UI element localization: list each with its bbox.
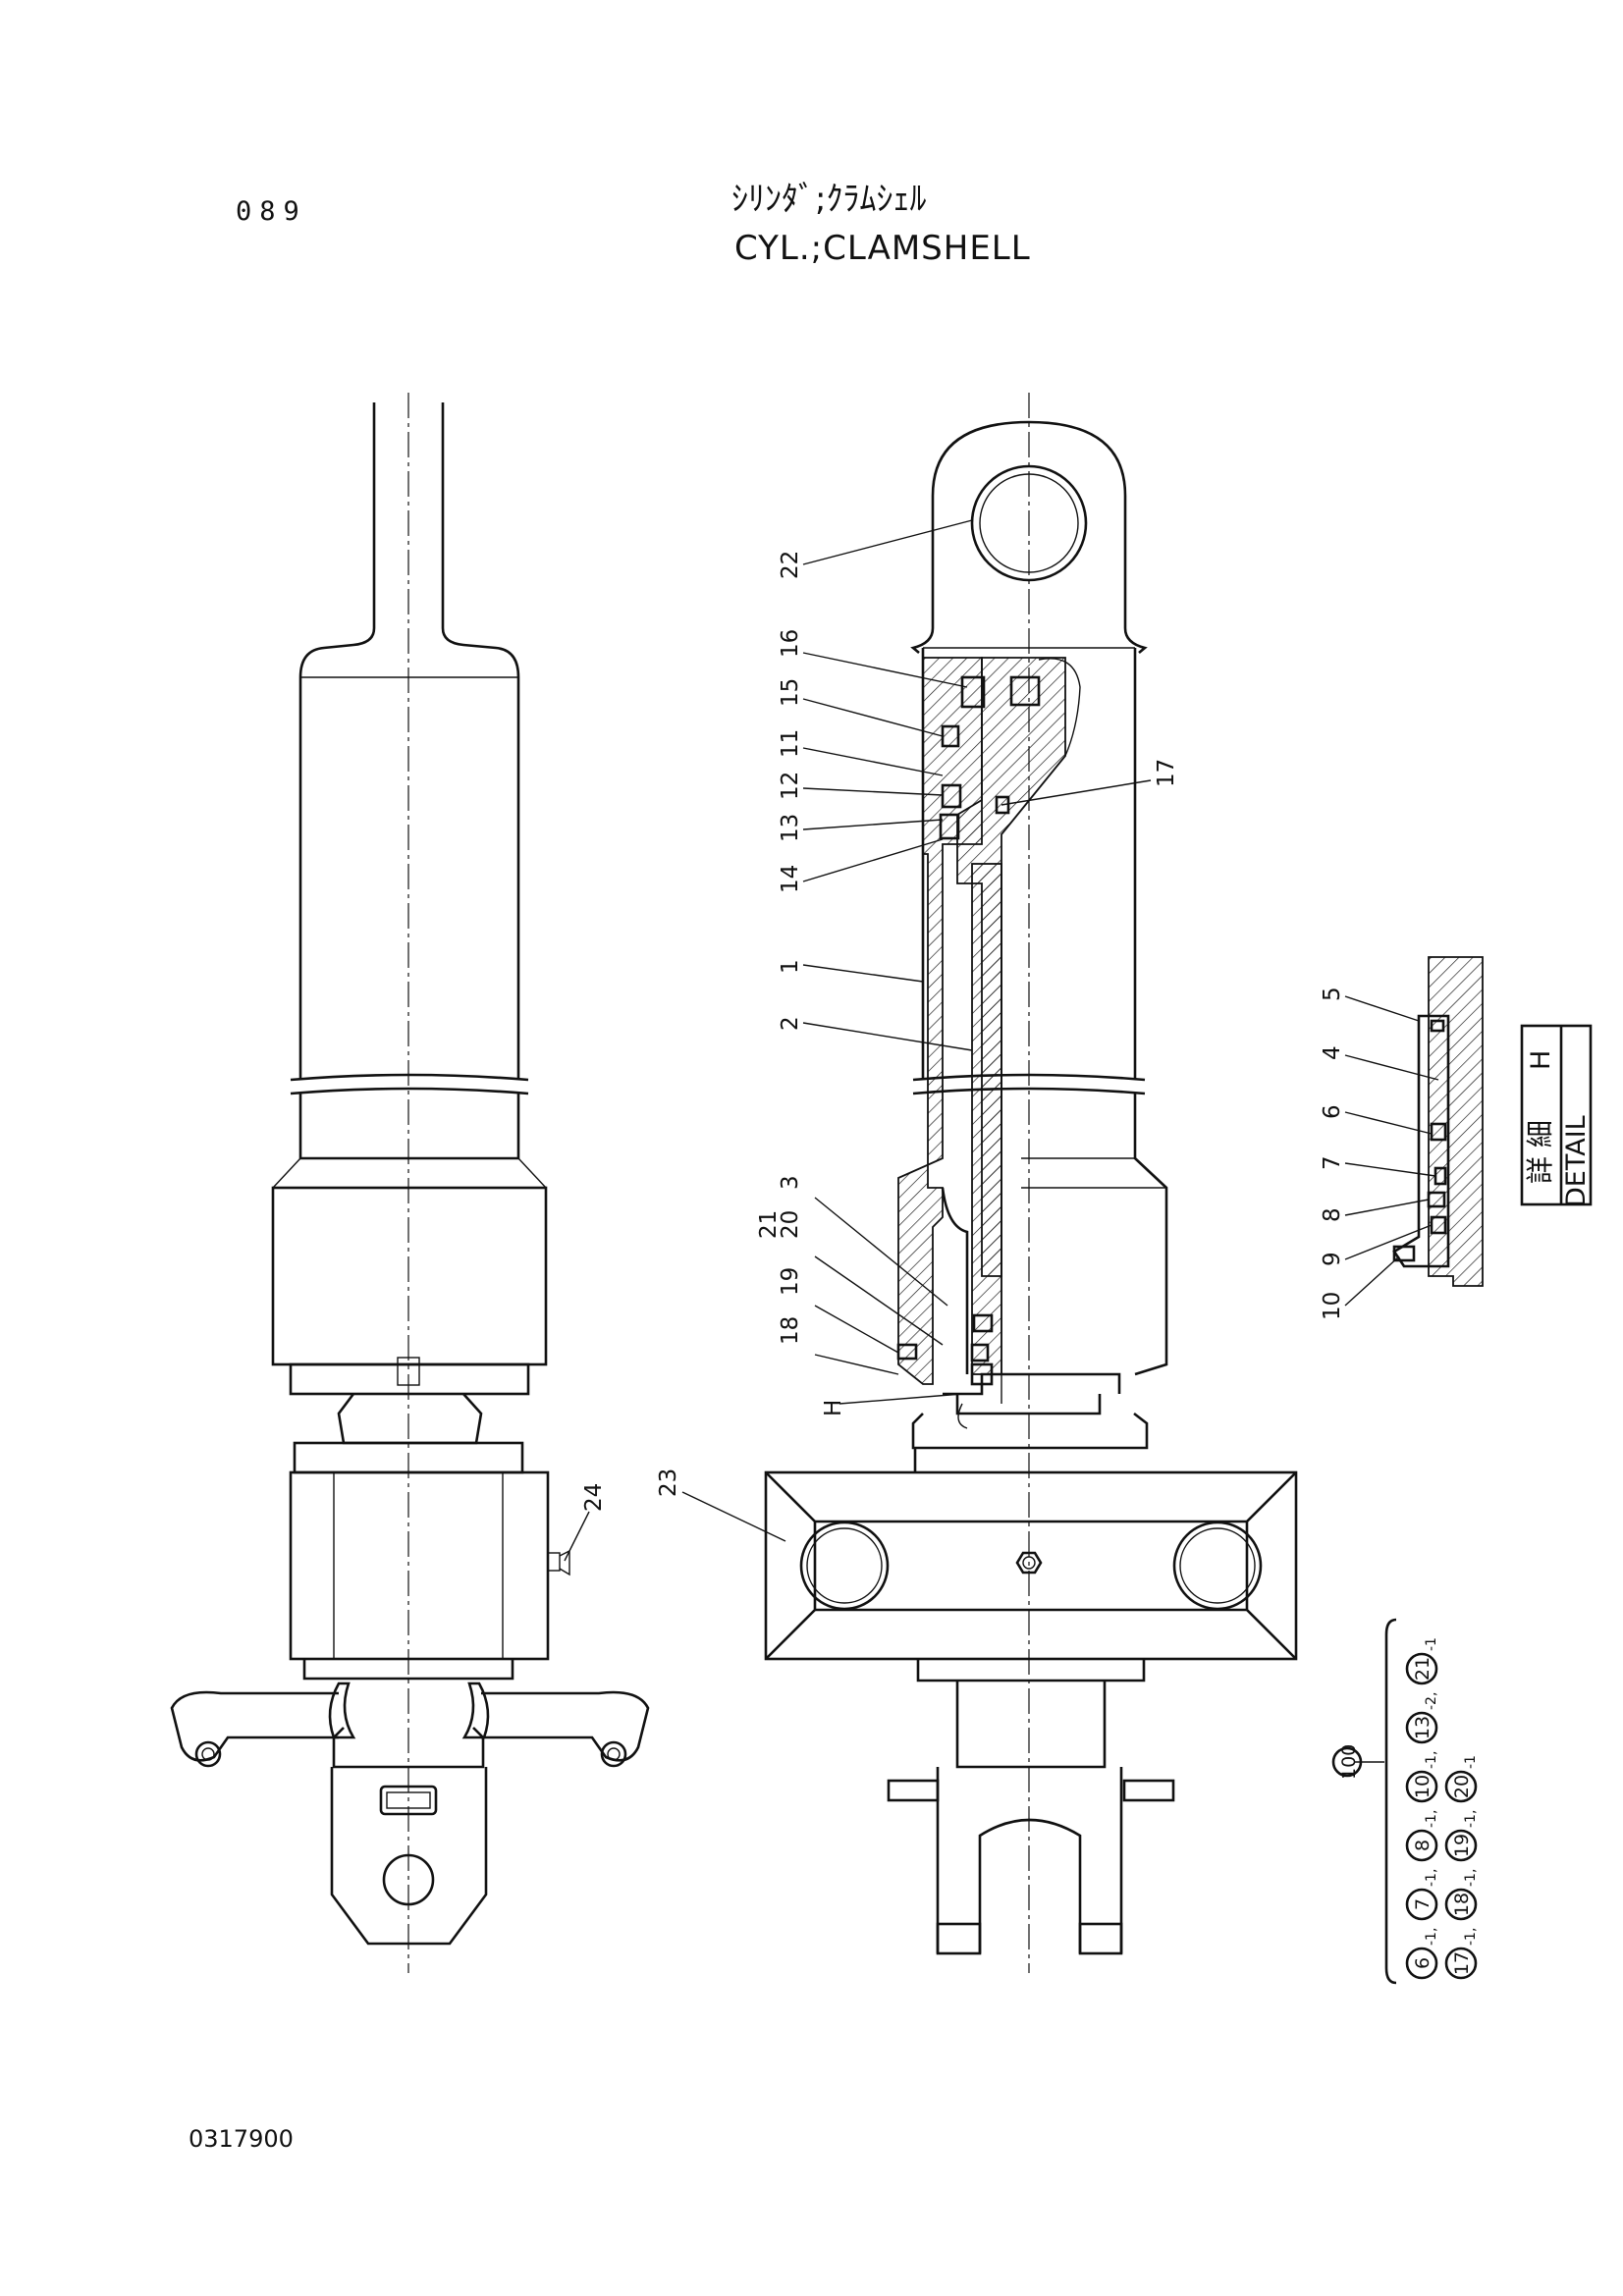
detail-h-view: [1392, 956, 1593, 1287]
kit-part-circle: [1444, 1947, 1478, 1980]
title-english: CYL.;CLAMSHELL: [734, 229, 1031, 268]
kit-part-number: 13: [1412, 1716, 1434, 1739]
kit-part-number: 18: [1451, 1893, 1473, 1916]
detail-label-letter: H: [1526, 1050, 1556, 1070]
kit-part-number: 20: [1451, 1775, 1473, 1798]
callout-20: 20: [778, 1210, 803, 1239]
callout-h: H: [821, 1400, 846, 1416]
kit-part-qty: -1,: [1463, 1928, 1479, 1946]
callout-labels: 22 16 15 11 12 13 14 17 1 2 3 21 20 19 1…: [581, 551, 1345, 1512]
callout-6: 6: [1320, 1104, 1345, 1119]
callout-22: 22: [778, 551, 803, 579]
callout-12: 12: [778, 772, 803, 800]
callout-1: 1: [778, 959, 803, 974]
cylinder-side-view: [170, 393, 650, 1973]
callout-19: 19: [778, 1267, 803, 1296]
kit-part-qty: -1: [1463, 1755, 1479, 1769]
kit-part-circle: [1444, 1888, 1478, 1921]
kit-part-list: 6 -1, 7 -1, 8 -1, 10 -1, 13 -2, 21 -1 17 -1, 18 -1, 19 -1…: [1405, 1637, 1479, 1980]
kit-part-qty: -1,: [1424, 1810, 1439, 1828]
callout-13: 13: [778, 814, 803, 842]
callout-3: 3: [778, 1175, 803, 1190]
kit-bracket: [1331, 1618, 1397, 1985]
kit-part-number: 19: [1451, 1834, 1473, 1857]
callout-11: 11: [778, 729, 803, 758]
callout-16: 16: [778, 629, 803, 658]
callout-10: 10: [1320, 1292, 1345, 1320]
callout-15: 15: [778, 678, 803, 707]
kit-part-number: 17: [1451, 1951, 1473, 1975]
detail-label-jp: 詳 細: [1524, 1120, 1556, 1184]
kit-part-number: 8: [1412, 1840, 1434, 1851]
kit-part-circle: [1405, 1947, 1438, 1980]
callout-8: 8: [1320, 1207, 1345, 1222]
callout-9: 9: [1320, 1252, 1345, 1266]
callout-21: 21: [756, 1210, 782, 1239]
callout-18: 18: [778, 1316, 803, 1345]
kit-part-qty: -1: [1424, 1637, 1439, 1651]
kit-part-circle: [1444, 1829, 1478, 1862]
kit-part-qty: -1,: [1424, 1869, 1439, 1887]
callout-14: 14: [778, 865, 803, 893]
callout-17: 17: [1154, 759, 1179, 787]
kit-part-qty: -2,: [1424, 1692, 1439, 1710]
detail-label-en: DETAIL: [1561, 1115, 1592, 1207]
kit-number: 100: [1338, 1744, 1360, 1780]
kit-part-circle: [1405, 1829, 1438, 1862]
kit-part-number: 10: [1412, 1775, 1434, 1798]
kit-part-circle: [1405, 1711, 1438, 1744]
kit-part-number: 21: [1412, 1657, 1434, 1681]
kit-part-circle: [1405, 1770, 1438, 1803]
page-number: 089: [236, 196, 307, 227]
kit-part-qty: -1,: [1463, 1869, 1479, 1887]
cylinder-section-view: [764, 393, 1298, 1973]
kit-part-circle: [1405, 1652, 1438, 1685]
kit-part-number: 7: [1412, 1898, 1434, 1910]
callout-23: 23: [656, 1468, 681, 1497]
kit-part-qty: -1,: [1463, 1810, 1479, 1828]
callout-2: 2: [778, 1016, 803, 1031]
leader-lines: [564, 519, 1439, 1562]
callout-4: 4: [1320, 1045, 1345, 1060]
callout-7: 7: [1320, 1155, 1345, 1170]
callout-5: 5: [1320, 987, 1345, 1001]
callout-24: 24: [581, 1483, 607, 1512]
kit-part-circle: [1444, 1770, 1478, 1803]
kit-part-qty: -1,: [1424, 1928, 1439, 1946]
kit-part-circle: [1405, 1888, 1438, 1921]
kit-part-number: 6: [1412, 1957, 1434, 1969]
title-japanese: ｼﾘﾝﾀﾞ;ｸﾗﾑｼｪﾙ: [731, 180, 927, 219]
kit-part-qty: -1,: [1424, 1751, 1439, 1769]
drawing-code: 0317900: [189, 2125, 294, 2153]
